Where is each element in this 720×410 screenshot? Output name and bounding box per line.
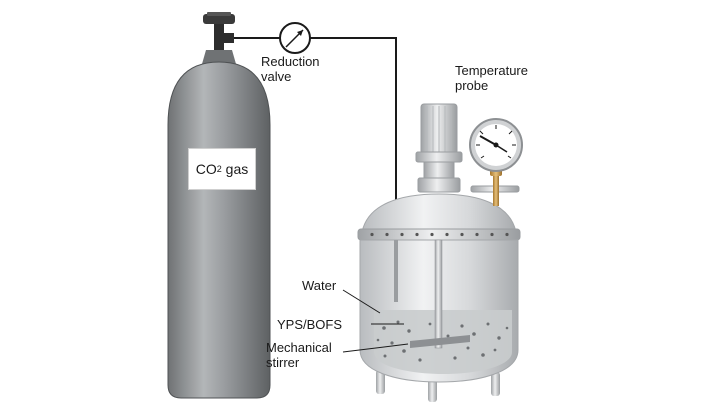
co2-prefix: CO xyxy=(195,161,217,177)
reactor-vessel xyxy=(357,103,521,402)
temperature-probe-line2: probe xyxy=(455,78,489,93)
temperature-probe xyxy=(469,118,523,206)
co2-subscript: 2 xyxy=(216,164,222,174)
co2-cylinder xyxy=(167,12,271,399)
leader-lines xyxy=(342,289,409,353)
stirrer-label: Mechanical stirrer xyxy=(266,340,332,370)
co2-suffix: gas xyxy=(221,161,249,177)
reduction-valve-line2: valve xyxy=(261,69,292,84)
handwheel-icon xyxy=(203,14,235,24)
stirrer-paddle xyxy=(410,335,470,348)
stirrer-line2: stirrer xyxy=(266,355,300,370)
reduction-valve-label: Reduction valve xyxy=(261,54,320,84)
temperature-probe-label: Temperature probe xyxy=(455,63,528,93)
reduction-valve-line1: Reduction xyxy=(261,54,320,69)
stirrer-line1: Mechanical xyxy=(266,340,332,355)
temperature-probe-line1: Temperature xyxy=(455,63,528,78)
reduction-valve-gauge xyxy=(279,22,311,54)
sample-label: YPS/BOFS xyxy=(277,317,343,332)
sample-particles xyxy=(376,320,509,362)
water-label: Water xyxy=(302,278,337,293)
